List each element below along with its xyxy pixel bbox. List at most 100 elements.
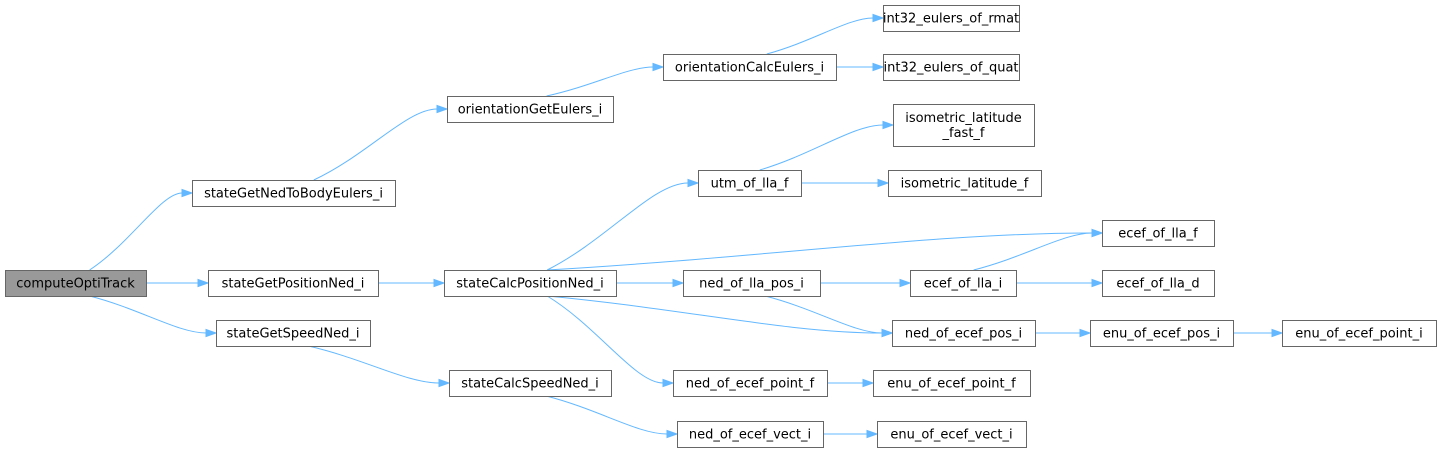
edge-layer (89, 13, 1284, 439)
node-label: ned_of_ecef_vect_i (689, 428, 811, 443)
node-box (883, 5, 1020, 32)
node-isometric-latitude-f[interactable]: isometric_latitude_f (888, 170, 1042, 197)
node-int32-eulers-of-quat[interactable]: int32_eulers_of_quat (883, 54, 1020, 81)
node-box (192, 180, 396, 207)
edge-orientationcalceulers-i-to-int32-eulers-of-quat (836, 62, 885, 72)
node-stategetnedtobodyeulers-i[interactable]: stateGetNedToBodyEulers_i (192, 180, 396, 207)
node-computeoptitrack[interactable]: computeOptiTrack (5, 270, 147, 297)
node-label: stateGetNedToBodyEulers_i (204, 187, 383, 202)
node-box (1090, 320, 1234, 347)
node-box (208, 270, 379, 297)
node-box (663, 54, 837, 81)
node-enu-of-ecef-vect-i[interactable]: enu_of_ecef_vect_i (877, 421, 1027, 448)
node-label: ned_of_ecef_pos_i (905, 327, 1022, 342)
edge-ecef-of-lla-i-to-ecef-of-lla-f (973, 228, 1104, 271)
edge-ecef-of-lla-i-to-ecef-of-lla-d (1016, 278, 1104, 288)
node-label: ned_of_ecef_point_f (686, 377, 815, 392)
edge-orientationcalceulers-i-to-int32-eulers-of-rmat (766, 13, 885, 55)
edge-stategetpositionned-i-to-statecalcpositionned-i (378, 278, 446, 288)
node-ned-of-ecef-point-f[interactable]: ned_of_ecef_point_f (673, 370, 828, 397)
node-label: orientationGetEulers_i (458, 103, 603, 118)
node-box (677, 421, 824, 448)
edge-statecalcpositionned-i-to-ecef-of-lla-f (547, 228, 1104, 271)
edge-ned-of-lla-pos-i-to-ecef-of-lla-i (820, 278, 912, 288)
edge-statecalcpositionned-i-to-utm-of-lla-f (546, 178, 700, 271)
node-statecalcpositionned-i[interactable]: stateCalcPositionNed_i (444, 270, 617, 297)
node-label: _fast_f (942, 126, 985, 141)
edge-ned-of-ecef-pos-i-to-enu-of-ecef-pos-i (1035, 328, 1092, 338)
edge-utm-of-lla-f-to-isometric-latitude-f (801, 178, 890, 188)
node-label: enu_of_ecef_pos_i (1103, 327, 1220, 342)
node-isometric-latitude-fast-f[interactable]: isometric_latitude_fast_f (893, 104, 1035, 147)
node-stategetpositionned-i[interactable]: stateGetPositionNed_i (208, 270, 379, 297)
node-ned-of-ecef-vect-i[interactable]: ned_of_ecef_vect_i (677, 421, 824, 448)
node-box (1102, 220, 1215, 247)
node-ned-of-ecef-pos-i[interactable]: ned_of_ecef_pos_i (892, 320, 1036, 347)
node-box (910, 270, 1017, 297)
node-label: stateCalcPositionNed_i (456, 277, 603, 292)
node-box (698, 170, 802, 197)
node-box (447, 96, 614, 123)
edge-stategetspeedned-i-to-statecalcspeedned-i (308, 345, 451, 388)
edge-computeoptitrack-to-stategetpositionned-i (146, 278, 210, 288)
node-box (893, 104, 1035, 147)
node-box (892, 320, 1036, 347)
node-label: isometric_latitude_f (901, 177, 1029, 192)
node-box (883, 54, 1020, 81)
edge-ned-of-lla-pos-i-to-ned-of-ecef-pos-i (765, 295, 894, 338)
node-label: ecef_of_lla_f (1118, 227, 1198, 242)
node-enu-of-ecef-pos-i[interactable]: enu_of_ecef_pos_i (1090, 320, 1234, 347)
node-box (683, 270, 821, 297)
edge-enu-of-ecef-pos-i-to-enu-of-ecef-point-i (1233, 328, 1284, 338)
node-box (1282, 320, 1437, 347)
node-ecef-of-lla-d[interactable]: ecef_of_lla_d (1102, 270, 1215, 297)
node-enu-of-ecef-point-i[interactable]: enu_of_ecef_point_i (1282, 320, 1437, 347)
node-label: enu_of_ecef_point_f (887, 377, 1016, 392)
node-stategetspeedned-i[interactable]: stateGetSpeedNed_i (216, 320, 371, 347)
edge-ned-of-ecef-vect-i-to-enu-of-ecef-vect-i (823, 429, 879, 439)
node-label: enu_of_ecef_vect_i (890, 428, 1012, 443)
edge-statecalcpositionned-i-to-ned-of-ecef-pos-i (547, 295, 894, 338)
node-label: stateGetSpeedNed_i (227, 327, 360, 342)
node-box (888, 170, 1042, 197)
node-label: stateCalcSpeedNed_i (461, 377, 599, 392)
node-label: utm_of_lla_f (711, 177, 789, 192)
node-label: stateGetPositionNed_i (222, 277, 365, 292)
node-label: computeOptiTrack (16, 277, 135, 292)
node-box (873, 370, 1031, 397)
node-label: ecef_of_lla_d (1116, 277, 1199, 292)
edge-statecalcpositionned-i-to-ned-of-lla-pos-i (616, 278, 685, 288)
node-ecef-of-lla-f[interactable]: ecef_of_lla_f (1102, 220, 1215, 247)
node-label: int32_eulers_of_rmat (883, 12, 1019, 27)
edge-statecalcpositionned-i-to-ned-of-ecef-point-f (546, 295, 675, 388)
edge-computeoptitrack-to-stategetnedtobodyeulers-i (89, 188, 194, 271)
node-ecef-of-lla-i[interactable]: ecef_of_lla_i (910, 270, 1017, 297)
node-label: ecef_of_lla_i (924, 277, 1003, 292)
node-box (444, 270, 617, 297)
edge-statecalcspeedned-i-to-ned-of-ecef-vect-i (546, 395, 679, 439)
edge-ned-of-ecef-point-f-to-enu-of-ecef-point-f (827, 378, 875, 388)
node-ned-of-lla-pos-i[interactable]: ned_of_lla_pos_i (683, 270, 821, 297)
node-utm-of-lla-f[interactable]: utm_of_lla_f (698, 170, 802, 197)
node-orientationgeteulers-i[interactable]: orientationGetEulers_i (447, 96, 614, 123)
node-int32-eulers-of-rmat[interactable]: int32_eulers_of_rmat (883, 5, 1020, 32)
node-box (673, 370, 828, 397)
node-box (1102, 270, 1215, 297)
node-box (449, 370, 612, 397)
node-enu-of-ecef-point-f[interactable]: enu_of_ecef_point_f (873, 370, 1031, 397)
node-label: enu_of_ecef_point_i (1295, 327, 1423, 342)
node-box (877, 421, 1027, 448)
node-orientationcalceulers-i[interactable]: orientationCalcEulers_i (663, 54, 837, 81)
node-label: orientationCalcEulers_i (675, 61, 824, 76)
node-statecalcspeedned-i[interactable]: stateCalcSpeedNed_i (449, 370, 612, 397)
edge-orientationgeteulers-i-to-orientationcalceulers-i (546, 62, 665, 97)
node-label: int32_eulers_of_quat (883, 61, 1018, 76)
edge-utm-of-lla-f-to-isometric-latitude-fast-f (759, 120, 895, 171)
node-box (216, 320, 371, 347)
edge-stategetnedtobodyeulers-i-to-orientationgeteulers-i (313, 104, 449, 181)
node-label: ned_of_lla_pos_i (699, 277, 804, 292)
edge-computeoptitrack-to-stategetspeedned-i (89, 295, 218, 338)
node-box (5, 270, 147, 297)
node-layer: computeOptiTrack stateGetNedToBodyEulers_… (5, 5, 1437, 448)
